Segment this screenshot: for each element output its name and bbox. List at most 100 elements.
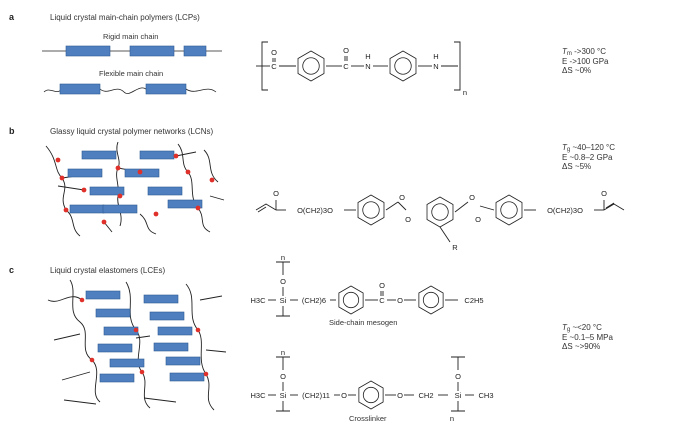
bond bbox=[479, 205, 495, 211]
crosslink-point-2 bbox=[115, 165, 121, 171]
lce-mesogen-12 bbox=[169, 372, 205, 382]
aromatic-circle bbox=[342, 291, 360, 309]
repeat-index-n: n bbox=[281, 253, 285, 262]
siloxane-oxygen: O bbox=[280, 277, 286, 286]
phenyl-ring-c3 bbox=[358, 380, 384, 410]
tg-property: Tg ~40–120 °C bbox=[562, 143, 616, 153]
flexible-mesogen-2 bbox=[145, 83, 187, 95]
crosslink-point-6 bbox=[195, 205, 201, 211]
methyl-group: H3C bbox=[250, 391, 266, 400]
crosslink-point-1 bbox=[59, 175, 65, 181]
crosslink-point-11 bbox=[55, 157, 61, 163]
phenyl-ring-b1 bbox=[357, 194, 385, 226]
aromatic-circle bbox=[431, 203, 449, 221]
strain-property: ΔS ~>90% bbox=[562, 342, 601, 351]
elastomer-chain-2 bbox=[125, 281, 151, 409]
lce-mesogen-11 bbox=[99, 373, 135, 383]
panel-c-letter: c bbox=[9, 265, 15, 275]
crosslinker-label: Crosslinker bbox=[349, 414, 387, 423]
methylene-group: CH2 bbox=[418, 391, 433, 400]
lcn-mesogen-6 bbox=[147, 186, 183, 196]
tm-property: Tm ->300 °C bbox=[562, 47, 606, 57]
acrylate-oxygen-left: O bbox=[273, 189, 279, 198]
phenyl-ring-a1 bbox=[297, 50, 325, 82]
repeat-bracket-right bbox=[454, 41, 461, 91]
double-bond bbox=[344, 56, 348, 61]
silicon-atom: Si bbox=[280, 296, 287, 305]
double-bond bbox=[380, 291, 384, 296]
ester-oxygen: O bbox=[405, 215, 411, 224]
crosslink-point-12 bbox=[153, 211, 159, 217]
lce-crosslink-3 bbox=[195, 327, 201, 333]
phenyl-ring-a2 bbox=[389, 50, 417, 82]
crosslink-point-4 bbox=[63, 207, 69, 213]
aromatic-circle bbox=[422, 291, 440, 309]
crosslink-point-13 bbox=[209, 177, 215, 183]
double-bond bbox=[272, 58, 276, 62]
panel-a-title: Liquid crystal main-chain polymers (LCPs… bbox=[50, 13, 200, 22]
phenyl-ring-c2 bbox=[418, 285, 444, 315]
rigid-mesogen-1 bbox=[65, 45, 111, 57]
network-chain-right bbox=[177, 143, 211, 233]
lce-crosslink-5 bbox=[139, 369, 145, 375]
crosslink-point-3 bbox=[185, 169, 191, 175]
lcn-mesogen-3 bbox=[67, 168, 103, 178]
bond bbox=[385, 201, 399, 211]
silicon-atom: Si bbox=[280, 391, 287, 400]
lce-mesogen-9 bbox=[109, 358, 145, 368]
spacer-ch2-6: (CH2)6 bbox=[302, 296, 326, 305]
elastomer-links bbox=[53, 295, 227, 405]
lce-crosslink-4 bbox=[89, 357, 95, 363]
carbonyl-oxygen: O bbox=[271, 48, 277, 57]
crosslink-point-7 bbox=[81, 187, 87, 193]
amide-nitrogen: N bbox=[365, 62, 370, 71]
panel-b-letter: b bbox=[9, 126, 15, 136]
lcn-mesogen-8 bbox=[102, 204, 138, 214]
polymer-schematics bbox=[42, 45, 227, 411]
strain-property: ΔS ~0% bbox=[562, 66, 592, 75]
siloxane-bracket-top bbox=[451, 356, 465, 370]
panel-b-title: Glassy liquid crystal polymer networks (… bbox=[50, 127, 214, 136]
strain-property: ΔS ~5% bbox=[562, 162, 592, 171]
rigid-main-chain-label: Rigid main chain bbox=[103, 32, 159, 41]
repeat-index-n: n bbox=[463, 88, 467, 97]
bond bbox=[454, 201, 469, 213]
siloxane-oxygen: O bbox=[280, 372, 286, 381]
lcn-mesogen-9 bbox=[167, 199, 203, 209]
siloxane-bracket-bottom bbox=[276, 401, 290, 412]
r-substituent: R bbox=[452, 243, 458, 252]
lce-mesogen-1 bbox=[85, 290, 121, 300]
ester-oxygen: O bbox=[475, 215, 481, 224]
silicon-atom: Si bbox=[455, 391, 462, 400]
acrylate-vinyl-left bbox=[255, 203, 277, 213]
aromatic-circle bbox=[362, 386, 380, 404]
amide-nitrogen: N bbox=[433, 62, 438, 71]
ether-oxygen: O bbox=[341, 391, 347, 400]
lce-crosslink-1 bbox=[79, 297, 85, 303]
ester-oxygen: O bbox=[379, 281, 385, 290]
ethyl-group: C2H5 bbox=[464, 296, 483, 305]
aromatic-circle bbox=[362, 201, 380, 219]
amide-hydrogen: H bbox=[433, 52, 438, 61]
lcn-mesogen-5 bbox=[89, 186, 125, 196]
lce-mesogen-2 bbox=[143, 294, 179, 304]
modulus-property: E ~0.1–5 MPa bbox=[562, 332, 613, 342]
carbonyl-carbon: C bbox=[271, 62, 277, 71]
rigid-mesogen-2 bbox=[129, 45, 175, 57]
lcn-mesogen-1 bbox=[81, 150, 117, 160]
phenyl-ring-b3 bbox=[495, 194, 523, 226]
panel-a-properties: Tm ->300 °C E ->100 GPa ΔS ~0% bbox=[562, 47, 608, 76]
flexible-main-chain-label: Flexible main chain bbox=[99, 69, 164, 78]
tg-property: Tg ~<20 °C bbox=[562, 323, 602, 333]
acrylate-oxygen-right: O bbox=[601, 189, 607, 198]
ester-oxygen: O bbox=[399, 193, 405, 202]
amide-carbon: C bbox=[343, 62, 349, 71]
elastomer-chain-1 bbox=[47, 279, 101, 403]
lce-crosslink-6 bbox=[203, 371, 209, 377]
rigid-mesogen-3 bbox=[183, 45, 207, 57]
ether-oxygen: O bbox=[397, 391, 403, 400]
panel-c-title: Liquid crystal elastomers (LCEs) bbox=[50, 266, 166, 275]
